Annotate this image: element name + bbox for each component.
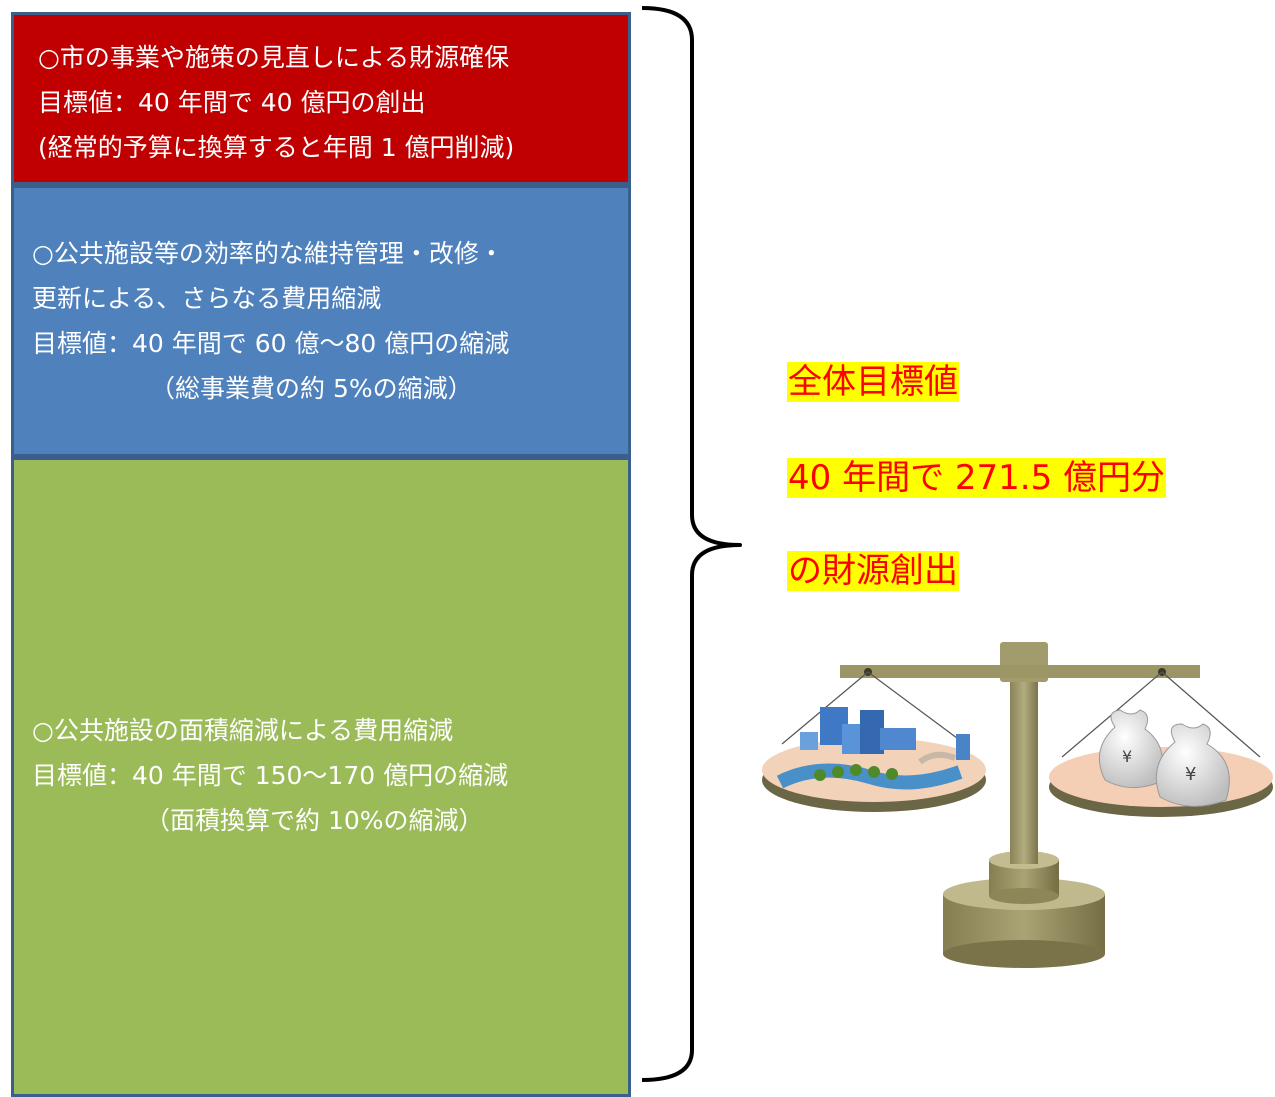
box-budget-review-target: 目標値：40 年間で 40 億円の創出 [38, 88, 426, 117]
box-budget-review: ○市の事業や施策の見直しによる財源確保 目標値：40 年間で 40 億円の創出 … [11, 12, 631, 185]
scale-post [1010, 662, 1038, 864]
balance-scale-icon: ¥ ¥ [762, 642, 1273, 968]
box-area-reduction-heading: ○公共施設の面積縮減による費用縮減 [32, 716, 454, 745]
money-bags-icon: ¥ ¥ [1049, 709, 1273, 817]
box-area-reduction-target: 目標値：40 年間で 150〜170 億円の縮減 [32, 761, 509, 790]
scale-base [943, 851, 1105, 968]
overall-target-value: 40 年間で 271.5 億円分 [787, 458, 1167, 498]
box-maintenance-note: （総事業費の約 5%の縮減） [150, 374, 473, 403]
box-maintenance-heading-2: 更新による、さらなる費用縮減 [32, 284, 382, 313]
box-budget-review-note: (経常的予算に換算すると年間 1 億円削減) [38, 133, 515, 162]
svg-text:¥: ¥ [1122, 747, 1132, 766]
box-maintenance-target: 目標値：40 年間で 60 億〜80 億円の縮減 [32, 329, 510, 358]
city-buildings-icon [762, 707, 986, 812]
box-budget-review-heading: ○市の事業や施策の見直しによる財源確保 [38, 43, 510, 72]
overall-target-label: 全体目標値 [787, 362, 959, 402]
scale-beam [840, 665, 1200, 678]
curly-brace [641, 6, 742, 1082]
box-area-reduction: ○公共施設の面積縮減による費用縮減 目標値：40 年間で 150〜170 億円の… [11, 457, 631, 1097]
svg-text:¥: ¥ [1185, 764, 1196, 785]
overall-target-suffix: の財源創出 [787, 551, 959, 591]
box-area-reduction-note: （面積換算で約 10%の縮減） [145, 806, 484, 835]
box-maintenance-efficiency: ○公共施設等の効率的な維持管理・改修・ 更新による、さらなる費用縮減 目標値：4… [11, 185, 631, 457]
box-maintenance-heading-1: ○公共施設等の効率的な維持管理・改修・ [32, 239, 504, 268]
